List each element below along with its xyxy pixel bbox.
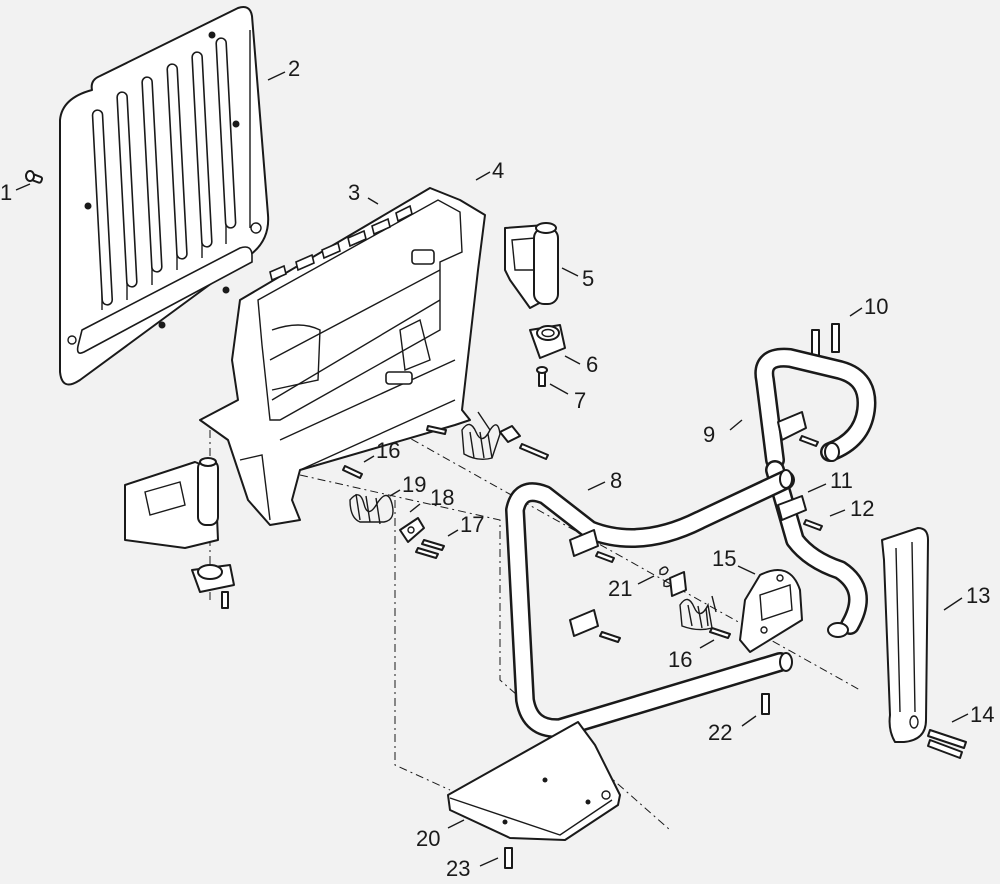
part-spring-19 [349, 493, 394, 525]
callout-20: 20 [416, 826, 440, 851]
part-washer-18 [399, 517, 425, 543]
callout-2: 2 [288, 56, 300, 81]
part-tube-clips [569, 411, 807, 637]
part-21 [659, 566, 687, 597]
callout-8: 8 [610, 468, 622, 493]
callout-13: 13 [966, 583, 990, 608]
callout-9: 9 [703, 422, 715, 447]
part-hinge-bracket-right [504, 222, 559, 309]
callout-5: 5 [582, 266, 594, 291]
part-back-plate [59, 6, 270, 386]
callout-19: 19 [402, 472, 426, 497]
part-tube-upper [754, 347, 877, 638]
part-spring-upper [461, 411, 501, 461]
part-frame-slots [269, 204, 413, 282]
callout-12: 12 [850, 496, 874, 521]
callout-14: 14 [970, 702, 994, 727]
callout-4: 4 [492, 158, 504, 183]
callout-labels: 1 2 3 4 5 6 7 8 9 10 11 12 13 14 15 16 1… [0, 56, 994, 881]
part-bushing [529, 324, 566, 359]
callout-leaders [15, 71, 969, 867]
part-bolts [342, 323, 967, 869]
part-spring-lower [679, 595, 717, 631]
part-foot-plate [447, 721, 621, 841]
part-screw-7 [536, 366, 548, 387]
callout-10: 10 [864, 294, 888, 319]
callout-23: 23 [446, 856, 470, 881]
callout-11: 11 [830, 468, 853, 493]
callout-18: 18 [430, 485, 454, 510]
callout-22: 22 [708, 720, 732, 745]
callout-16-upper: 16 [376, 438, 400, 463]
part-bracket-15 [739, 569, 803, 653]
part-hinge-bracket-left [124, 457, 219, 549]
callout-21: 21 [608, 576, 632, 601]
callout-16-lower: 16 [668, 647, 692, 672]
callout-3: 3 [348, 180, 360, 205]
part-armrest [881, 527, 929, 743]
callout-17: 17 [460, 512, 484, 537]
callout-15: 15 [712, 546, 736, 571]
part-bushing-left [191, 564, 235, 609]
callout-6: 6 [586, 352, 598, 377]
part-screw-1 [25, 170, 44, 184]
callout-1: 1 [0, 180, 12, 205]
part-seat-frame [199, 187, 486, 526]
part-tube-lower [505, 469, 795, 739]
callout-7: 7 [574, 388, 586, 413]
